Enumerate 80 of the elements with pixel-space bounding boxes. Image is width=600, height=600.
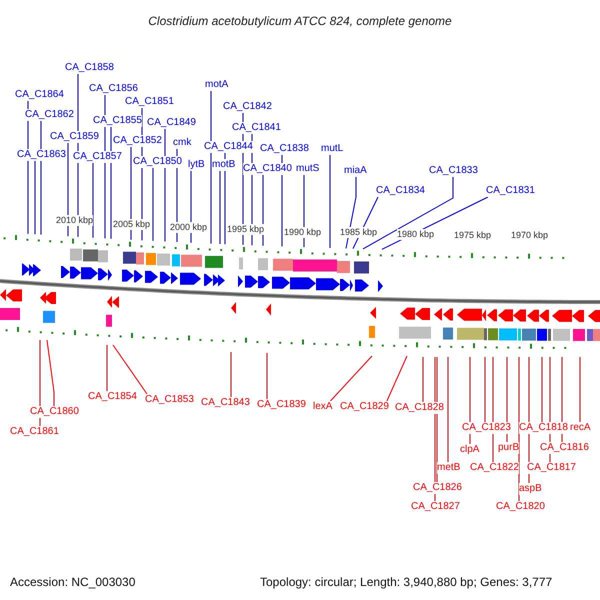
gene-label: CA_C1842 — [223, 101, 272, 113]
scale-label: 2005 kbp — [113, 219, 150, 230]
gene-label: CA_C1860 — [30, 406, 79, 418]
gene-label: CA_C1854 — [88, 391, 137, 403]
footer-text: Accession: NC_003030 — [10, 575, 136, 589]
leader-line — [130, 146, 132, 240]
leader-line — [190, 170, 192, 244]
gene-label: purB — [498, 442, 520, 454]
gene-label: CA_C1839 — [257, 399, 306, 411]
gene-label: CA_C1862 — [25, 109, 74, 121]
leader-line — [262, 174, 264, 246]
gene-label: CA_C1823 — [462, 422, 511, 434]
gene-label: CA_C1859 — [50, 131, 99, 143]
gene-label: CA_C1844 — [204, 141, 253, 153]
leader-line — [112, 344, 148, 394]
gene-label: CA_C1834 — [376, 185, 425, 197]
leader-line — [346, 176, 356, 249]
leader-line — [506, 356, 508, 442]
gene-label: CA_C1838 — [260, 143, 309, 155]
gene-label: CA_C1820 — [496, 501, 545, 513]
leader-line — [266, 352, 268, 400]
gene-label: motB — [212, 159, 236, 171]
leader-line — [484, 356, 486, 422]
leader-line — [106, 344, 108, 392]
leader-line — [230, 352, 232, 398]
leader-line — [152, 168, 154, 242]
gene-label: metB — [437, 462, 460, 474]
gene-label: CA_C1850 — [133, 156, 182, 168]
scale-label: 2010 kbp — [56, 215, 94, 226]
gene-label: CA_C1858 — [65, 62, 114, 74]
scale-label: 1985 kbp — [340, 227, 378, 238]
gene-label: CA_C1833 — [429, 165, 478, 177]
gene-label: CA_C1856 — [89, 83, 138, 95]
gene-label: CA_C1826 — [413, 482, 462, 494]
gene-label: clpA — [460, 444, 480, 456]
leader-line — [436, 356, 438, 482]
gene-label: CA_C1863 — [17, 149, 66, 161]
leader-line — [362, 176, 454, 250]
leader-line — [422, 356, 424, 402]
scale-label: 1995 kbp — [227, 224, 264, 235]
scale-label: 1970 kbp — [511, 230, 548, 241]
gene-label: CA_C1861 — [10, 426, 59, 438]
diagram-title: Clostridium acetobutylicum ATCC 824, complete genome — [147, 13, 453, 30]
leader-line — [224, 152, 226, 245]
gene-label: CA_C1864 — [15, 89, 64, 101]
leader-line — [518, 356, 520, 502]
gene-label: CA_C1829 — [340, 401, 389, 413]
leader-line — [92, 162, 94, 238]
gene-label: aspB — [519, 483, 542, 495]
leader-line — [40, 120, 42, 236]
gene-label: CA_C1816 — [540, 442, 589, 454]
gene-label: CA_C1849 — [147, 117, 196, 129]
gene-label: CA_C1831 — [486, 185, 535, 197]
gene-label: CA_C1851 — [125, 96, 174, 108]
gene-label: CA_C1857 — [73, 151, 122, 163]
leader-line — [164, 128, 166, 242]
scale-label: 1975 kbp — [454, 230, 492, 241]
gene-label: lytB — [188, 159, 205, 171]
gene-label: CA_C1853 — [145, 394, 194, 406]
leader-line — [34, 160, 36, 235]
leader-line — [330, 356, 372, 402]
leader-line — [492, 356, 494, 462]
footer-text: Topology: circular; Length: 3,940,880 bp; Genes: 3,777 — [260, 575, 552, 589]
leader-line — [46, 340, 54, 406]
gene-label: CA_C1828 — [395, 402, 444, 414]
gene-label: CA_C1827 — [411, 501, 460, 513]
gene-label: CA_C1840 — [243, 163, 292, 175]
scale-label: 1990 kbp — [284, 227, 322, 238]
gene-label: CA_C1855 — [93, 115, 142, 127]
leader-line — [386, 356, 408, 402]
leader-line — [110, 126, 112, 240]
gene-label: CA_C1852 — [113, 135, 162, 147]
gene-label: CA_C1817 — [527, 462, 576, 474]
gene-label: CA_C1843 — [201, 397, 250, 409]
scale-label: 1980 kbp — [397, 229, 434, 240]
gene-label: CA_C1822 — [470, 462, 519, 474]
gene-label: CA_C1818 — [519, 422, 568, 434]
gene-label: CA_C1841 — [232, 122, 281, 134]
scale-label: 2000 kbp — [170, 222, 208, 233]
leader-line — [210, 90, 212, 244]
